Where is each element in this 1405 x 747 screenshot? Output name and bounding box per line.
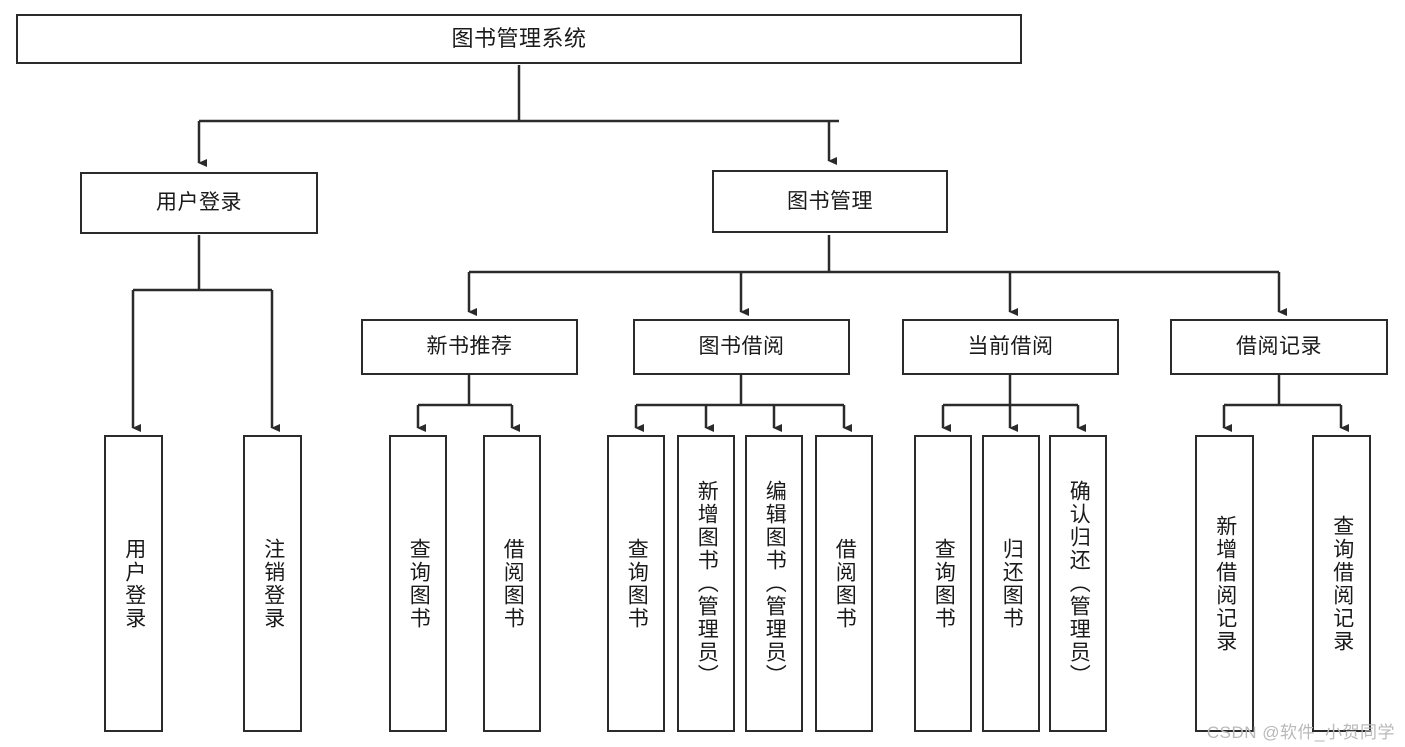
node-label: 借阅记录 [1236, 335, 1322, 359]
leaf-current-return-book[interactable]: 归还图书 [982, 435, 1040, 732]
leaf-borrow-borrow-book[interactable]: 借阅图书 [815, 435, 873, 732]
leaf-borrow-query-book[interactable]: 查询图书 [607, 435, 665, 732]
node-current-borrow[interactable]: 当前借阅 [902, 319, 1119, 375]
node-book-management[interactable]: 图书管理 [712, 170, 948, 233]
node-label: 查询图书 [625, 537, 649, 630]
node-borrow-record[interactable]: 借阅记录 [1170, 319, 1388, 375]
node-label: 当前借阅 [967, 335, 1054, 359]
watermark-text: CSDN @软件_小贺同学 [1206, 723, 1395, 742]
node-label: 新增图书（管理员） [695, 480, 719, 687]
node-book-borrow[interactable]: 图书借阅 [633, 319, 850, 375]
leaf-borrow-add-book[interactable]: 新增图书（管理员） [677, 435, 735, 732]
node-label: 图书管理 [787, 189, 873, 213]
node-label: 用户登录 [122, 537, 146, 630]
node-label: 注销登录 [261, 537, 285, 630]
node-label: 查询图书 [407, 537, 431, 630]
leaf-user-login-logout[interactable]: 注销登录 [243, 435, 302, 732]
node-label: 查询借阅记录 [1330, 514, 1354, 653]
node-label: 用户登录 [156, 191, 242, 215]
node-label: 新书推荐 [426, 335, 513, 359]
node-label: 图书借阅 [698, 335, 785, 359]
leaf-record-add-record[interactable]: 新增借阅记录 [1195, 435, 1254, 732]
node-label: 确认归还（管理员） [1067, 480, 1091, 687]
node-new-book-recommend[interactable]: 新书推荐 [361, 319, 578, 375]
leaf-new-book-borrow[interactable]: 借阅图书 [483, 435, 541, 732]
node-user-login[interactable]: 用户登录 [80, 172, 318, 234]
node-label: 新增借阅记录 [1213, 514, 1237, 653]
node-label: 归还图书 [1000, 537, 1024, 630]
leaf-record-query-record[interactable]: 查询借阅记录 [1312, 435, 1371, 732]
leaf-current-query-book[interactable]: 查询图书 [914, 435, 972, 732]
node-label: 查询图书 [932, 537, 956, 630]
node-label: 借阅图书 [501, 537, 525, 630]
leaf-new-book-query[interactable]: 查询图书 [389, 435, 447, 732]
node-label: 图书管理系统 [451, 25, 587, 51]
node-label: 编辑图书（管理员） [763, 480, 787, 687]
leaf-borrow-edit-book[interactable]: 编辑图书（管理员） [745, 435, 803, 732]
leaf-current-confirm-return[interactable]: 确认归还（管理员） [1049, 435, 1107, 732]
node-label: 借阅图书 [833, 537, 857, 630]
node-root-system[interactable]: 图书管理系统 [16, 14, 1022, 64]
leaf-user-login-login[interactable]: 用户登录 [104, 435, 163, 732]
